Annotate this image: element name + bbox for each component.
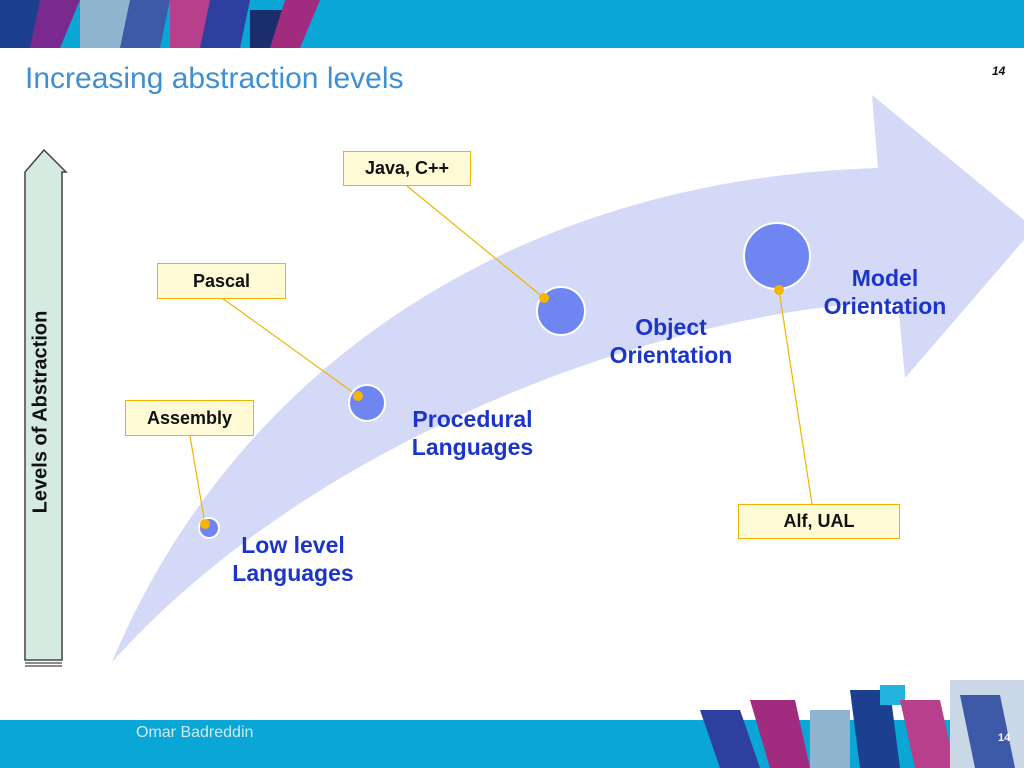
stage-label-line: Orientation xyxy=(823,293,947,319)
stage-label-line: Model xyxy=(851,265,919,291)
stage-label-line: Procedural xyxy=(412,406,533,432)
stage-label-procedural: Procedural Languages xyxy=(400,405,545,461)
connector-dot-pascal xyxy=(353,391,363,401)
callout-pascal: Pascal xyxy=(157,263,286,299)
stage-label-model: Model Orientation xyxy=(812,264,958,320)
connector-assembly xyxy=(189,435,206,525)
connector-java xyxy=(406,185,545,299)
header-banner xyxy=(0,0,1024,48)
callout-java: Java, C++ xyxy=(343,151,471,186)
stage-label-line: Languages xyxy=(411,434,534,460)
stage-label-line: Languages xyxy=(232,560,354,586)
stage-circle-model xyxy=(743,222,811,290)
footer-banner xyxy=(0,720,1024,768)
connector-pascal xyxy=(221,297,359,397)
stage-label-low-level: Low level Languages xyxy=(223,531,363,587)
stage-label-line: Low level xyxy=(241,532,345,558)
axis-arrow xyxy=(24,148,68,661)
connector-dot-assembly xyxy=(200,519,210,529)
page-number-top: 14 xyxy=(992,64,1006,78)
slide-title: Increasing abstraction levels xyxy=(25,62,404,95)
connector-dot-alf xyxy=(774,285,784,295)
footer-author: Omar Badreddin xyxy=(136,724,254,741)
axis-label: Levels of Abstraction xyxy=(29,310,52,514)
stage-circle-object xyxy=(536,286,586,336)
footer-decoration xyxy=(700,680,1024,768)
callout-assembly: Assembly xyxy=(125,400,254,436)
stage-circle-procedural xyxy=(348,384,386,422)
connector-dot-java xyxy=(539,293,549,303)
stage-label-line: Object xyxy=(635,314,707,340)
stage-label-object: Object Orientation xyxy=(598,313,744,369)
connector-alf xyxy=(778,289,813,505)
stage-label-line: Orientation xyxy=(609,342,733,368)
header-decoration xyxy=(0,0,320,48)
page-number-bottom: 14 xyxy=(998,732,1011,744)
callout-alf: Alf, UAL xyxy=(738,504,900,539)
